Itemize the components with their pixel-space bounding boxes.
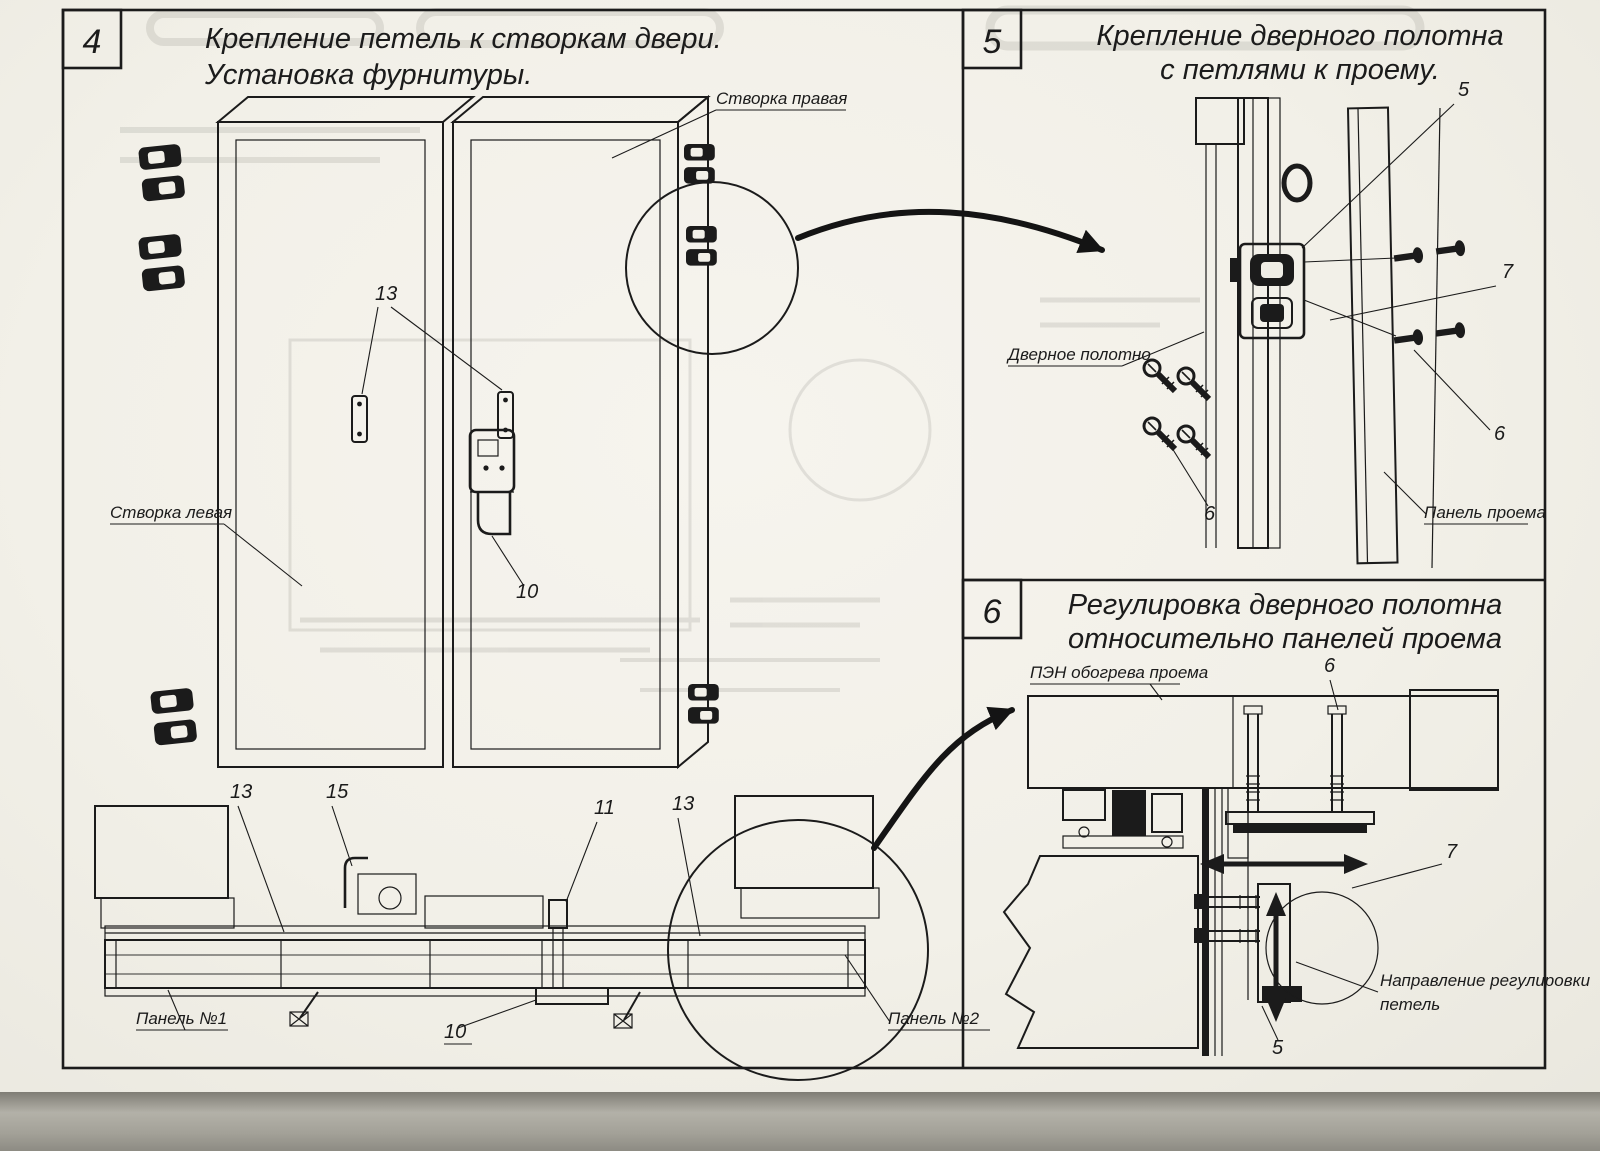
panel4-title-line1: Крепление петель к створкам двери. bbox=[205, 23, 722, 55]
label-direction-line2: петель bbox=[1380, 995, 1440, 1014]
loose-hinges bbox=[138, 143, 198, 746]
panel4-number: 4 bbox=[83, 23, 102, 61]
callout-10-doors: 10 bbox=[516, 581, 538, 603]
frame bbox=[61, 8, 1547, 1070]
opening-panel-detail bbox=[1346, 106, 1399, 565]
mounting-screws-left bbox=[1144, 360, 1209, 457]
adjustment-arrows bbox=[1200, 854, 1368, 1022]
panel6-number-box bbox=[961, 578, 1023, 640]
panel5-title-line1: Крепление дверного полотна bbox=[1096, 20, 1503, 52]
label-leaf-right: Створка правая bbox=[716, 89, 847, 108]
bleed-through-ghosts bbox=[120, 5, 1425, 692]
hinge-assembly bbox=[1230, 242, 1397, 340]
lock-hardware bbox=[351, 391, 516, 536]
callout-15: 15 bbox=[326, 781, 349, 803]
label-door-leaf: Дверное полотно bbox=[1006, 345, 1151, 364]
door-callouts: 13 10 Створка правая Створка левая bbox=[110, 89, 847, 603]
detail-circle-top bbox=[625, 181, 799, 355]
door-edge-detail bbox=[1195, 97, 1313, 549]
paper-bottom-edge bbox=[0, 1092, 1600, 1151]
label-opening-panel: Панель проема bbox=[1424, 503, 1546, 522]
panel5-number: 5 bbox=[983, 23, 1002, 61]
panel6: 6 Регулировка дверного полотна относител… bbox=[983, 589, 1591, 1059]
frame-border bbox=[61, 8, 1547, 1070]
panel5: 5 Крепление дверного полотна с петлями к… bbox=[983, 20, 1546, 569]
detail-circle-bottom bbox=[667, 819, 929, 1081]
callout-13-section-left: 13 bbox=[230, 781, 252, 803]
label-leaf-left: Створка левая bbox=[110, 503, 232, 522]
opening-panel-edge-line bbox=[1431, 107, 1441, 569]
panel5-callouts: 5 7 6 6 Дверное полотно Панель проема bbox=[1006, 79, 1546, 525]
paper-sheet bbox=[0, 0, 1600, 1092]
panel4: 4 Крепление петель к створкам двери. Уст… bbox=[83, 23, 1105, 1081]
label-panel1: Панель №1 bbox=[136, 1009, 227, 1028]
cross-section bbox=[94, 795, 880, 1029]
label-heater: ПЭН обогрева проема bbox=[1030, 663, 1208, 682]
panel6-number: 6 bbox=[983, 593, 1002, 631]
callout-7: 7 bbox=[1446, 841, 1458, 863]
panel5-title-line2: с петлями к проему. bbox=[1160, 54, 1440, 86]
door-leaf-section bbox=[1202, 787, 1249, 1056]
callout-6-left: 6 bbox=[1204, 503, 1216, 525]
detail-arrow-to-panel5 bbox=[795, 208, 1105, 254]
detail-arrow-to-panel6 bbox=[871, 706, 1015, 851]
callout-11: 11 bbox=[594, 797, 615, 819]
label-direction-line1: Направление регулировки bbox=[1380, 971, 1591, 990]
callout-13-section-right: 13 bbox=[672, 793, 694, 815]
callout-7: 7 bbox=[1502, 261, 1514, 283]
callout-10-section: 10 bbox=[444, 1021, 466, 1043]
panel4-title-line2: Установка фурнитуры. bbox=[204, 59, 532, 91]
callout-6-right: 6 bbox=[1494, 423, 1506, 445]
panel4-number-box bbox=[61, 8, 123, 70]
opening-beam bbox=[1027, 689, 1499, 791]
callout-5: 5 bbox=[1458, 79, 1470, 101]
panel6-callouts: 6 7 5 Направление регулировки петель bbox=[1261, 655, 1591, 1059]
panel6-title-line2: относительно панелей проема bbox=[1068, 623, 1502, 655]
callout-5: 5 bbox=[1272, 1037, 1284, 1059]
panel6-title-line1: Регулировка дверного полотна bbox=[1068, 589, 1503, 621]
section-callouts: 13 15 11 13 10 Панель №1 Панель №2 bbox=[136, 781, 990, 1045]
technical-drawing-canvas: 4 Крепление петель к створкам двери. Уст… bbox=[61, 5, 1591, 1081]
callout-13-doors: 13 bbox=[375, 283, 397, 305]
wall-section-block bbox=[1002, 855, 1199, 1049]
panel5-number-box bbox=[961, 8, 1023, 70]
top-profiles bbox=[1062, 789, 1184, 849]
callout-6: 6 bbox=[1324, 655, 1336, 677]
label-panel2: Панель №2 bbox=[888, 1009, 980, 1028]
